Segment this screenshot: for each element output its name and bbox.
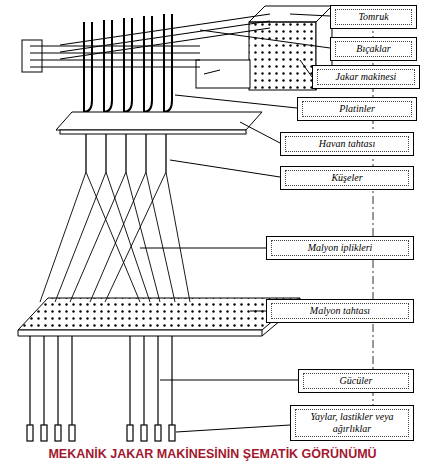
part-label: Bıçaklar bbox=[335, 41, 412, 57]
part-label: Malyon iplikleri bbox=[271, 240, 409, 256]
label-box: Havan tahtası bbox=[280, 132, 414, 156]
label-box: Bıçaklar bbox=[330, 37, 417, 61]
part-label: Küşeler bbox=[285, 170, 409, 186]
label-box: Tomruk bbox=[330, 5, 417, 29]
part-label: Gücüler bbox=[303, 373, 409, 389]
label-box: Gücüler bbox=[298, 369, 414, 393]
label-box: Yaylar, lastikler veya ağırlıklar bbox=[290, 405, 414, 441]
part-label: Tomruk bbox=[335, 9, 412, 25]
label-box: Malyon tahtası bbox=[266, 299, 414, 323]
part-label: Havan tahtası bbox=[285, 136, 409, 152]
label-box: Malyon iplikleri bbox=[266, 236, 414, 260]
part-label: Jakar makinesi bbox=[317, 69, 415, 85]
label-box: Jakar makinesi bbox=[312, 65, 420, 89]
part-label: Malyon tahtası bbox=[271, 303, 409, 319]
label-box: Platinler bbox=[297, 97, 417, 121]
caption: MEKANİK JAKAR MAKİNESİNİN ŞEMATİK GÖRÜNÜ… bbox=[0, 447, 425, 461]
part-label: Platinler bbox=[302, 101, 412, 117]
label-box: Küşeler bbox=[280, 166, 414, 190]
part-label: Yaylar, lastikler veya ağırlıklar bbox=[295, 409, 409, 437]
